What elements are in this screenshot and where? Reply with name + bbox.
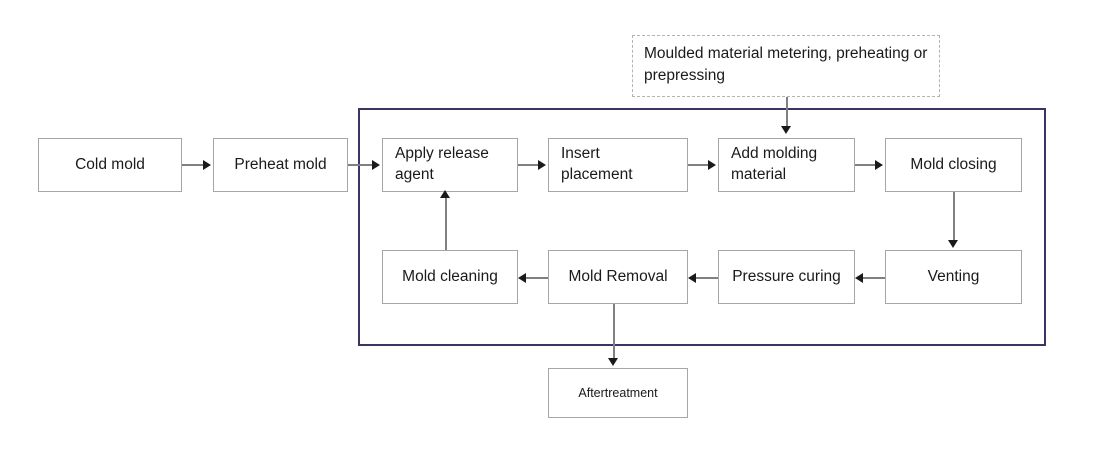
node-pressure-curing[interactable]: Pressure curing (718, 250, 855, 304)
node-mold-closing[interactable]: Mold closing (885, 138, 1022, 192)
connector-mold-removal-to-aftertreatment (613, 304, 615, 360)
arrowhead-insert-placement-to-add-molding-material (708, 160, 716, 170)
connector-note-to-add-molding-material (786, 97, 788, 128)
arrowhead-apply-release-agent-to-insert-placement (538, 160, 546, 170)
note-moulded-material-metering: Moulded material metering, preheating or… (632, 35, 940, 97)
node-venting[interactable]: Venting (885, 250, 1022, 304)
connector-insert-placement-to-add-molding-material (688, 164, 710, 166)
node-mold-cleaning[interactable]: Mold cleaning (382, 250, 518, 304)
connector-cold-mold-to-preheat-mold (182, 164, 205, 166)
connector-mold-cleaning-to-apply-release-agent (445, 196, 447, 250)
arrowhead-mold-cleaning-to-apply-release-agent (440, 190, 450, 198)
connector-mold-closing-to-venting (953, 192, 955, 242)
node-cold-mold[interactable]: Cold mold (38, 138, 182, 192)
node-apply-release-agent[interactable]: Apply release agent (382, 138, 518, 192)
connector-venting-to-pressure-curing (857, 277, 885, 279)
arrowhead-mold-closing-to-venting (948, 240, 958, 248)
node-insert-placement[interactable]: Insert placement (548, 138, 688, 192)
node-mold-removal[interactable]: Mold Removal (548, 250, 688, 304)
process-group-frame (358, 108, 1046, 346)
connector-apply-release-agent-to-insert-placement (518, 164, 540, 166)
node-aftertreatment[interactable]: Aftertreatment (548, 368, 688, 418)
node-preheat-mold[interactable]: Preheat mold (213, 138, 348, 192)
connector-add-molding-material-to-mold-closing (855, 164, 877, 166)
arrowhead-pressure-curing-to-mold-removal (688, 273, 696, 283)
connector-mold-removal-to-mold-cleaning (520, 277, 548, 279)
arrowhead-add-molding-material-to-mold-closing (875, 160, 883, 170)
arrowhead-venting-to-pressure-curing (855, 273, 863, 283)
arrowhead-note-to-add-molding-material (781, 126, 791, 134)
arrowhead-mold-removal-to-aftertreatment (608, 358, 618, 366)
node-add-molding-material[interactable]: Add molding material (718, 138, 855, 192)
connector-preheat-mold-to-apply-release-agent (348, 164, 374, 166)
connector-pressure-curing-to-mold-removal (690, 277, 718, 279)
arrowhead-cold-mold-to-preheat-mold (203, 160, 211, 170)
arrowhead-mold-removal-to-mold-cleaning (518, 273, 526, 283)
arrowhead-preheat-mold-to-apply-release-agent (372, 160, 380, 170)
